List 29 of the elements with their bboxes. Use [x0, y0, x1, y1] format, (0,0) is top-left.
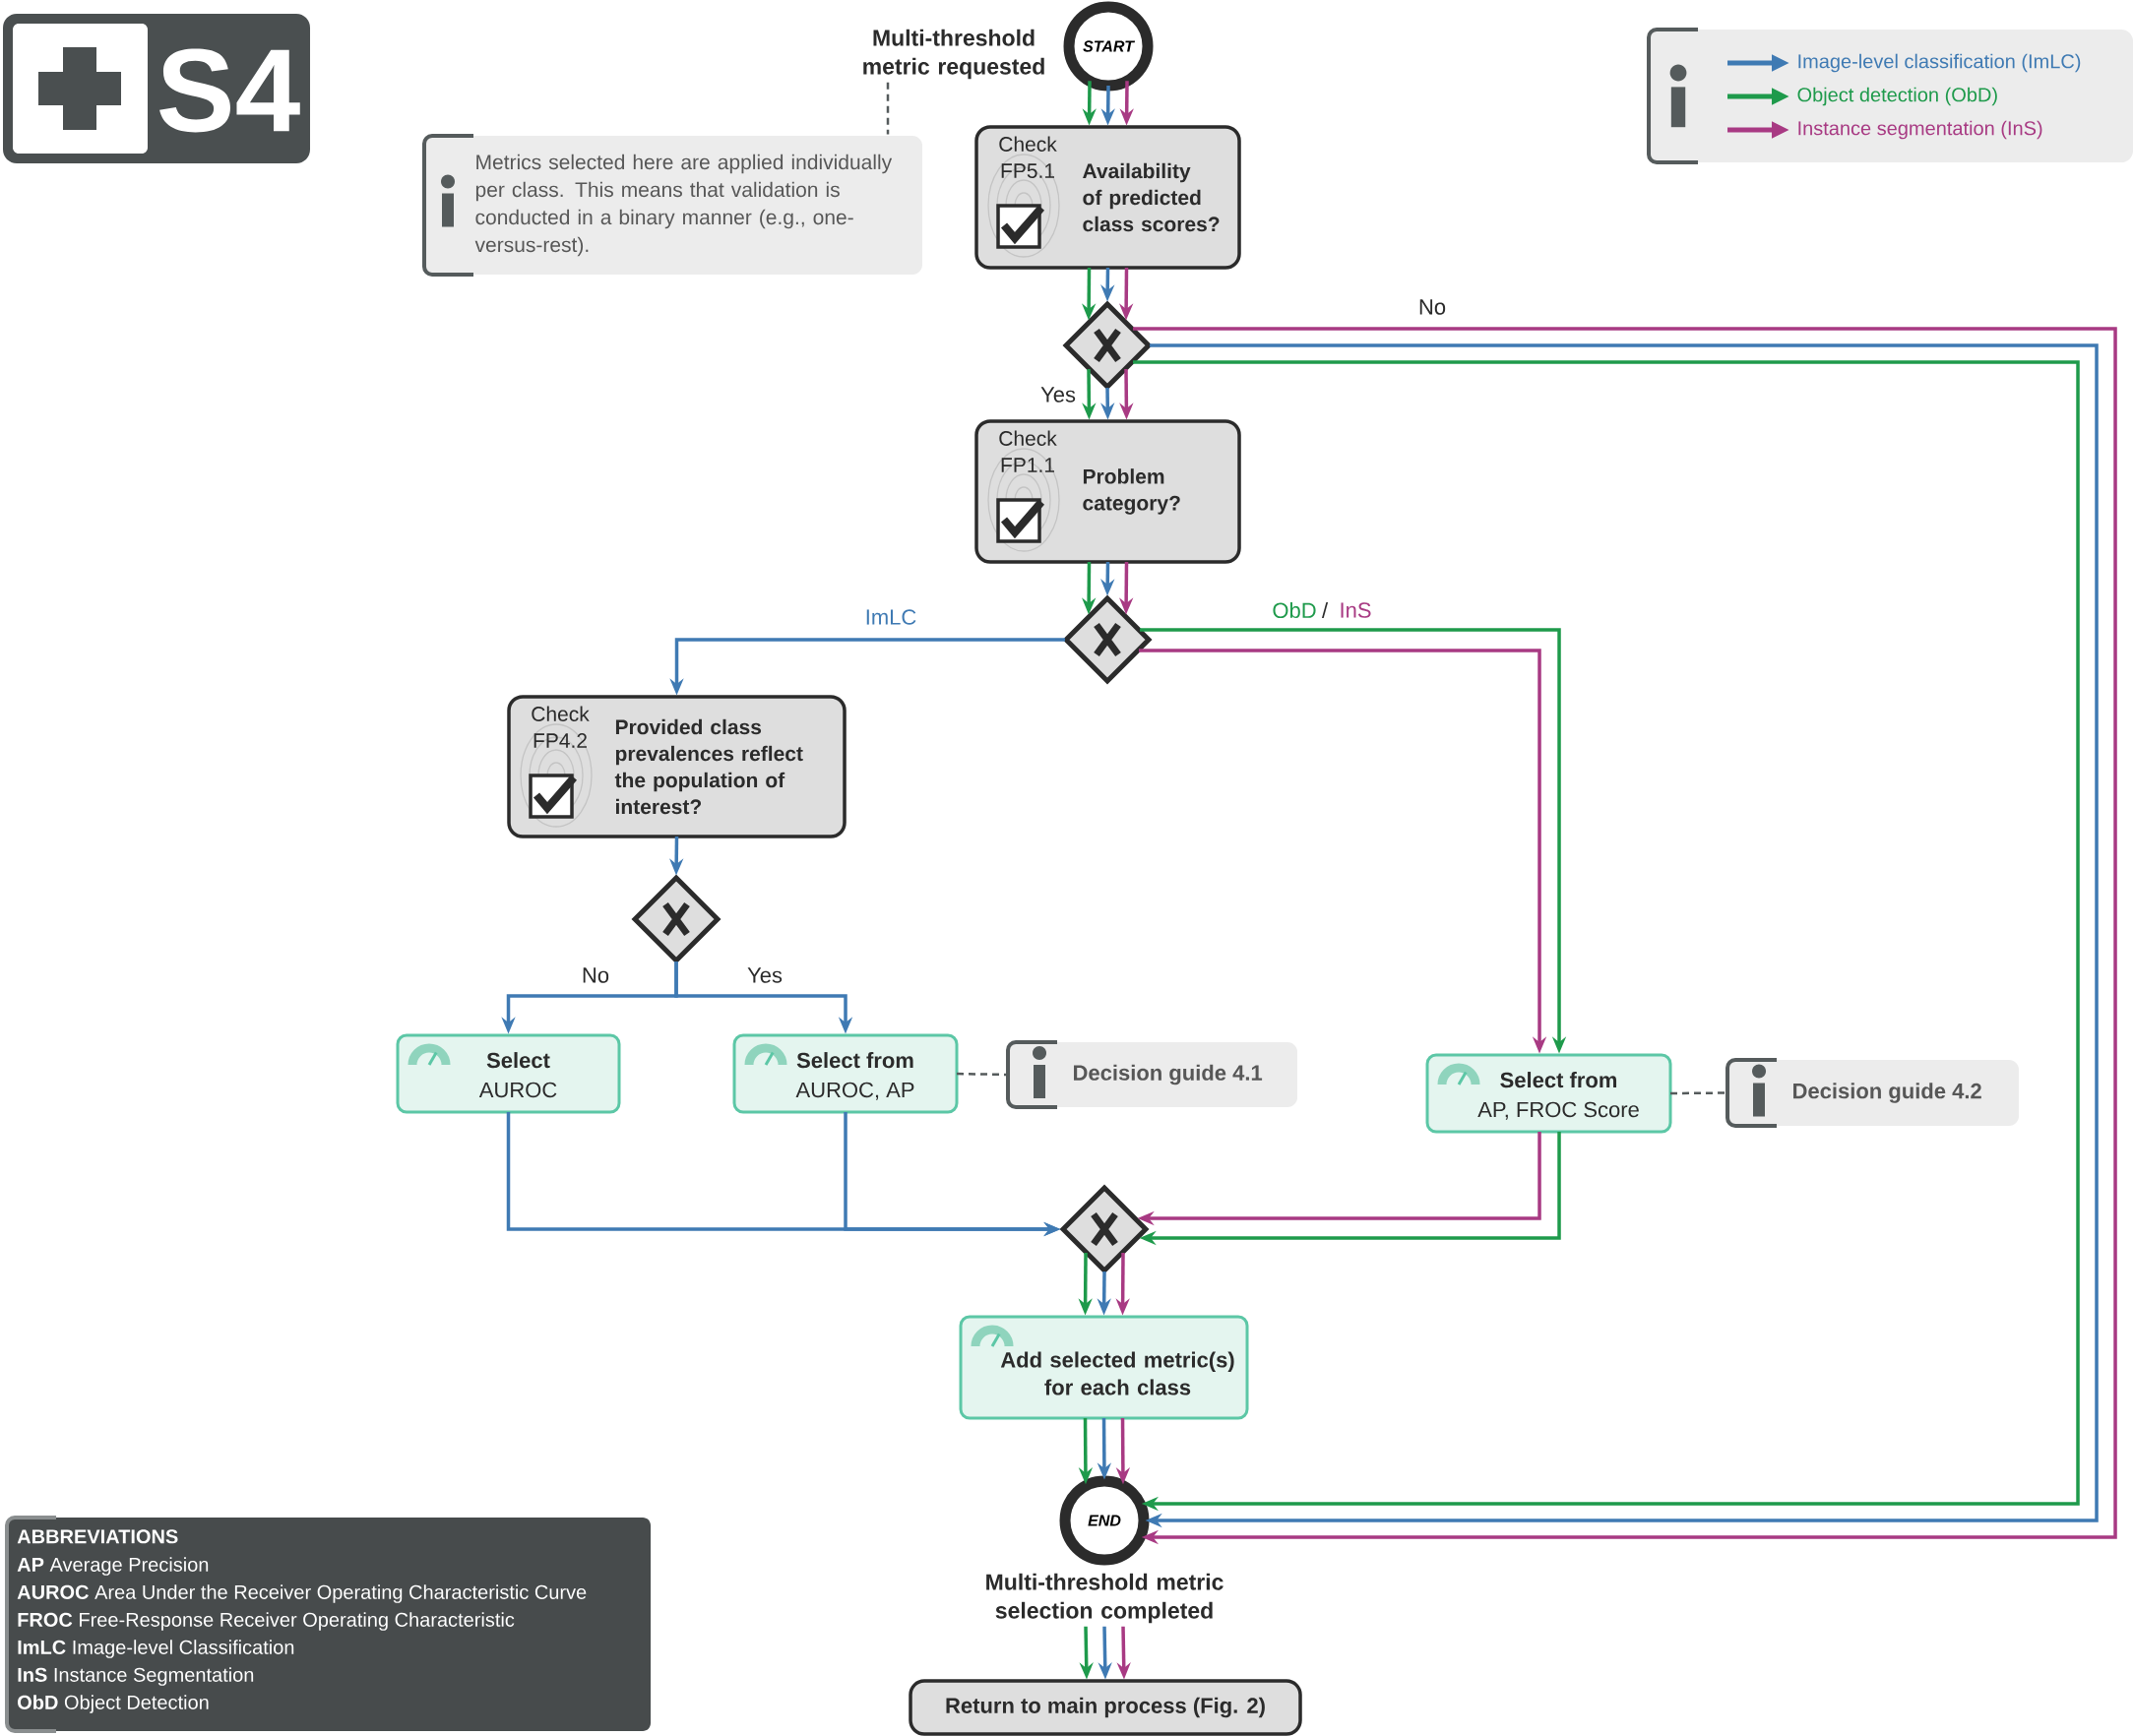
label-separator: /	[1321, 601, 1329, 619]
metric-box: Select from AUROC, AP	[732, 1033, 959, 1114]
abbreviation-panel: ABBREVIATIONS AP Average Precision AUROC Area Under the Receiver Operating Characteristic Curve FROC Free-Response Receiver Operating Characteristic ImLC Image-level Classification InS Instance Segmentation ObD Object Detection	[5, 1516, 651, 1733]
metric-box: Select AUROC	[396, 1033, 621, 1114]
connector-line	[957, 1072, 1007, 1077]
metric-box: Select from AP, FROC Score	[1425, 1053, 1672, 1134]
legend-label: Image-level classification (ImLC)	[1798, 53, 2081, 73]
guide-note: Decision guide 4.1	[1006, 1040, 1297, 1109]
annotation-text: Multi-threshold metric requested	[863, 29, 1044, 80]
check-box: Check FP5.1 Availability of predicted class scores?	[974, 125, 1241, 270]
edge-label: ImLC	[862, 607, 919, 627]
edge-label: No	[579, 965, 612, 985]
edge-label: Yes	[745, 965, 784, 985]
edge-label: InS	[1337, 600, 1374, 620]
edge-label: ObD	[1270, 599, 1319, 621]
edge-label: Yes	[1038, 385, 1078, 404]
annotation-text: Multi-threshold metric selection completed	[986, 1573, 1223, 1624]
metric-box: Add selected metric(s) for each class	[959, 1315, 1249, 1420]
info-note: Metrics selected here are applied individually per class. This means that validation is conducted in a binary manner (e.g., one-versus-rest).	[422, 134, 922, 277]
edge-label: No	[1415, 297, 1449, 317]
connector-line	[1670, 1091, 1726, 1095]
figure-badge: S4	[3, 14, 310, 163]
return-box: Return to main process (Fig. 2)	[909, 1679, 1302, 1736]
check-box: Check FP1.1 Problem category?	[974, 419, 1241, 564]
check-box: Check FP4.2 Provided class prevalences reflect the population of interest?	[507, 695, 847, 838]
legend-label: Instance segmentation (InS)	[1798, 120, 2042, 140]
connector-line	[886, 82, 890, 135]
legend-label: Object detection (ObD)	[1797, 87, 1997, 106]
guide-note: Decision guide 4.2	[1725, 1058, 2020, 1128]
